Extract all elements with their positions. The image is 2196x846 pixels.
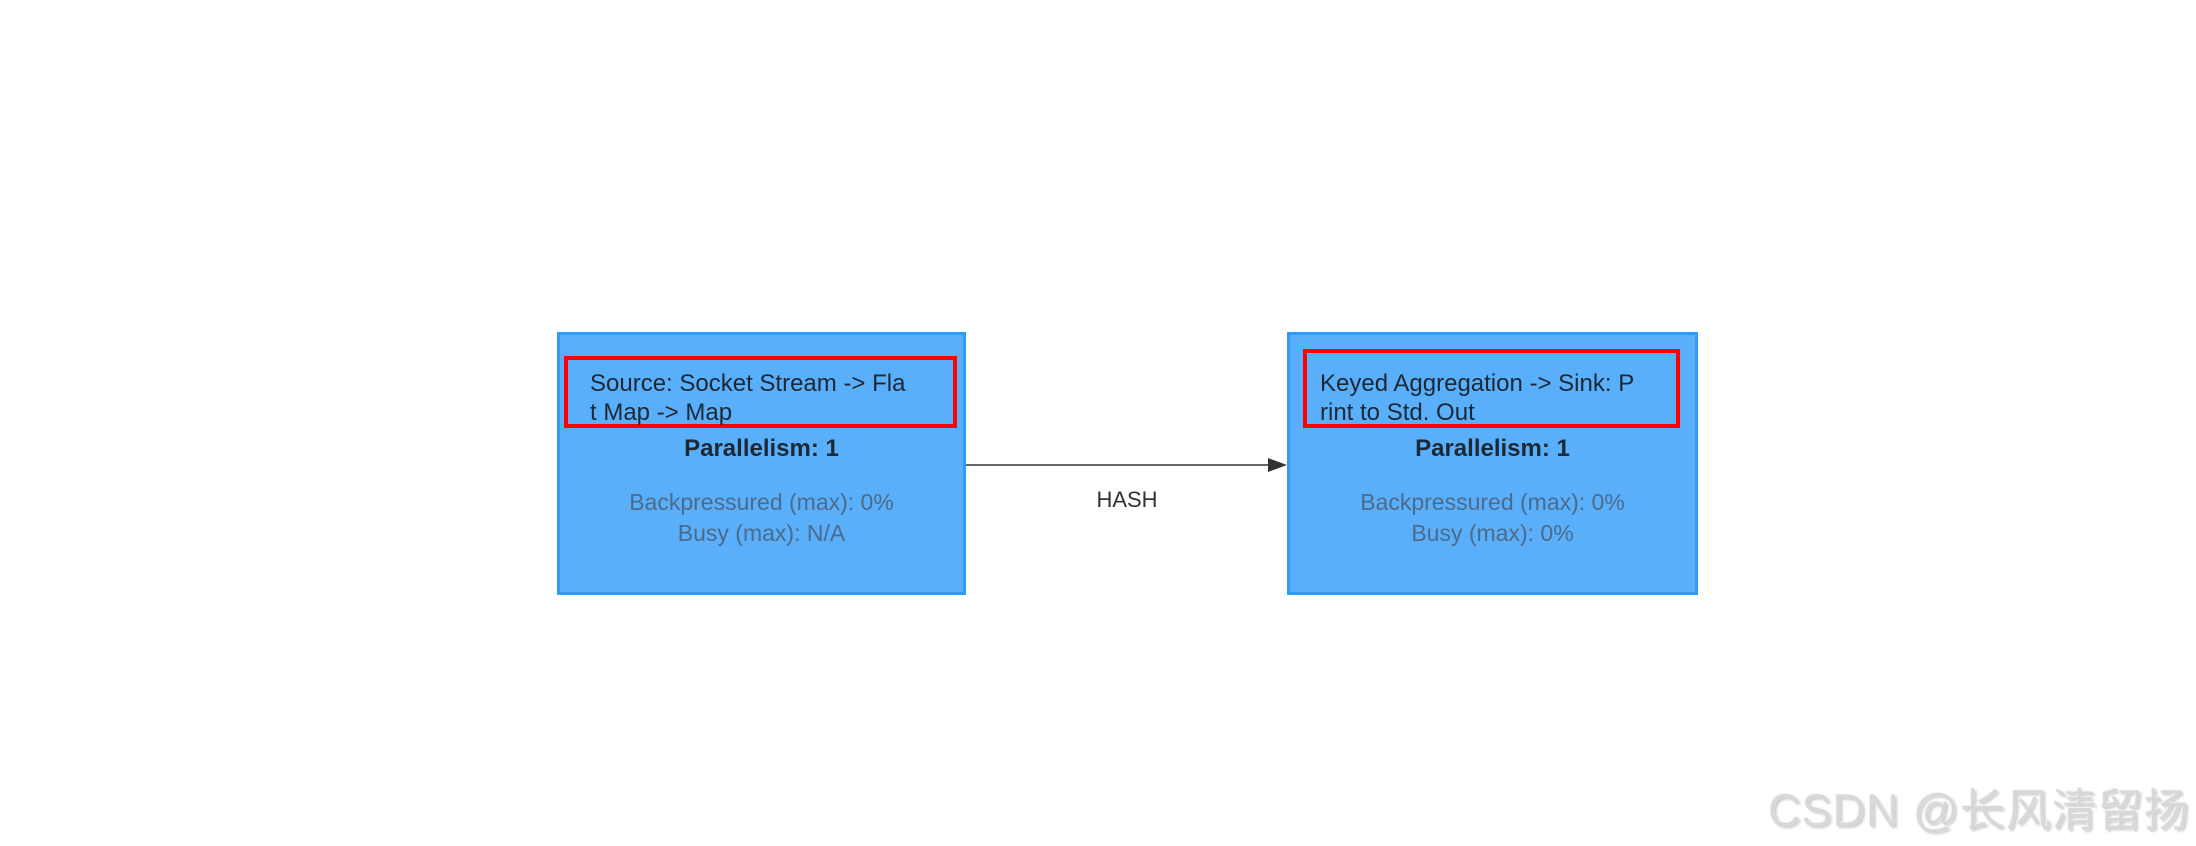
edge-arrow [966, 458, 1287, 472]
node-metrics: Backpressured (max): 0% Busy (max): N/A [560, 487, 963, 549]
node-title-line2: rint to Std. Out [1320, 399, 1475, 426]
node-title-line2: t Map -> Map [590, 399, 733, 426]
node-busy-metric: Busy (max): N/A [677, 520, 846, 546]
edge-partition-label: HASH [1096, 487, 1158, 512]
node-title: Source: Socket Stream -> Fla t Map -> Ma… [590, 369, 953, 427]
node-parallelism: Parallelism: 1 [684, 435, 839, 462]
node-busy-metric: Busy (max): 0% [1411, 520, 1574, 546]
node-backpressured-metric: Backpressured (max): 0% [1360, 489, 1625, 515]
csdn-watermark: CSDN @长风清留扬 [1768, 785, 2190, 836]
job-node-sink[interactable]: Keyed Aggregation -> Sink: P rint to Std… [1287, 332, 1698, 595]
node-title-line1: Source: Socket Stream -> Fla [590, 370, 906, 397]
node-title: Keyed Aggregation -> Sink: P rint to Std… [1320, 369, 1685, 427]
job-node-source[interactable]: Source: Socket Stream -> Fla t Map -> Ma… [557, 332, 966, 595]
node-parallelism: Parallelism: 1 [1415, 435, 1570, 462]
node-backpressured-metric: Backpressured (max): 0% [629, 489, 894, 515]
edge-arrowhead-icon [1268, 458, 1287, 472]
node-metrics: Backpressured (max): 0% Busy (max): 0% [1290, 487, 1695, 549]
node-title-line1: Keyed Aggregation -> Sink: P [1320, 370, 1635, 397]
